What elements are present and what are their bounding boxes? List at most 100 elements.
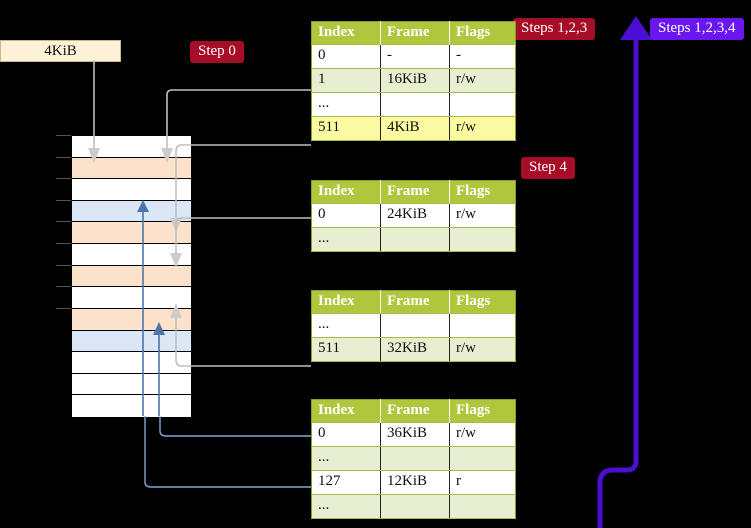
cell-index: 511	[311, 116, 381, 141]
memory-tick-mark	[56, 199, 71, 201]
memory-frame-row	[72, 179, 191, 201]
memory-frame-row	[72, 330, 191, 353]
cell-flags	[449, 446, 516, 471]
table-header-row: Index Frame Flags	[311, 21, 516, 45]
wire-l4-row511-to-memory	[175, 144, 311, 220]
step-0-text: Step 0	[198, 43, 236, 59]
table-row: ...	[311, 227, 516, 252]
memory-frame-row	[72, 352, 191, 374]
cell-flags	[449, 92, 516, 117]
column-header-index: Index	[311, 180, 381, 204]
cell-index: ...	[311, 227, 381, 252]
table-row: ...	[311, 446, 516, 471]
memory-frame-row	[72, 308, 191, 331]
column-header-frame: Frame	[380, 290, 450, 314]
column-header-flags: Flags	[449, 180, 516, 204]
steps-1234-label: Steps 1,2,3,4	[650, 18, 744, 40]
cell-frame: 12KiB	[380, 470, 450, 495]
cell-frame	[380, 92, 450, 117]
column-header-frame: Frame	[380, 21, 450, 45]
cell-flags: r	[449, 470, 516, 495]
cell-frame	[380, 494, 450, 519]
column-header-index: Index	[311, 399, 381, 423]
memory-tick-mark	[56, 178, 71, 180]
memory-tick-mark	[56, 156, 71, 158]
cell-frame	[380, 446, 450, 471]
column-header-frame: Frame	[380, 180, 450, 204]
column-header-flags: Flags	[449, 290, 516, 314]
purple-return-arrowhead	[620, 16, 652, 40]
column-header-flags: Flags	[449, 399, 516, 423]
size-box-4kib: 4KiB	[0, 40, 121, 62]
table-header-row: Index Frame Flags	[311, 399, 516, 423]
cell-flags: r/w	[449, 337, 516, 362]
column-header-index: Index	[311, 290, 381, 314]
cell-frame: 32KiB	[380, 337, 450, 362]
cell-index: 0	[311, 44, 381, 69]
memory-tick-mark	[56, 307, 71, 309]
cell-frame	[380, 313, 450, 338]
step-4-label: Step 4	[521, 157, 575, 179]
cell-flags	[449, 313, 516, 338]
cell-flags	[449, 227, 516, 252]
memory-tick-mark	[56, 243, 71, 245]
memory-frame-row	[72, 200, 191, 223]
cell-index: ...	[311, 446, 381, 471]
column-header-flags: Flags	[449, 21, 516, 45]
memory-tick-mark	[56, 221, 71, 223]
steps-1234-text: Steps 1,2,3,4	[658, 20, 736, 36]
cell-flags: r/w	[449, 68, 516, 93]
column-header-index: Index	[311, 21, 381, 45]
steps-123-text: Steps 1,2,3	[521, 20, 588, 36]
table-row: ...	[311, 494, 516, 519]
cell-frame: 36KiB	[380, 422, 450, 447]
wire-l2-row511-to-memory	[175, 316, 311, 367]
step-4-text: Step 4	[529, 159, 567, 175]
memory-frame-row	[72, 287, 191, 309]
cell-frame: -	[380, 44, 450, 69]
wire-memory-to-l1-row0	[159, 416, 311, 437]
memory-frame-row	[72, 157, 191, 180]
memory-frame-row	[72, 395, 191, 417]
cell-frame	[380, 227, 450, 252]
cell-index: 0	[311, 422, 381, 447]
size-box-label: 4KiB	[44, 43, 77, 59]
cell-flags: r/w	[449, 203, 516, 228]
wire-l3-row0-to-memory	[175, 217, 311, 255]
step-0-label: Step 0	[190, 41, 244, 63]
memory-tick-mark	[56, 286, 71, 288]
memory-frame-row	[72, 373, 191, 396]
wire-memory-to-l1-row127	[144, 416, 311, 488]
table-row: ...	[311, 313, 516, 338]
cell-frame: 24KiB	[380, 203, 450, 228]
cell-index: ...	[311, 494, 381, 519]
cell-frame: 16KiB	[380, 68, 450, 93]
memory-tick-mark	[56, 135, 71, 136]
table-header-row: Index Frame Flags	[311, 290, 516, 314]
cell-index: ...	[311, 313, 381, 338]
column-header-frame: Frame	[380, 399, 450, 423]
steps-123-label: Steps 1,2,3	[513, 18, 596, 40]
purple-return-arrow-line	[597, 35, 639, 528]
cell-flags: -	[449, 44, 516, 69]
cell-index: 511	[311, 337, 381, 362]
cell-index: 0	[311, 203, 381, 228]
cell-flags	[449, 494, 516, 519]
cell-flags: r/w	[449, 116, 516, 141]
memory-frame-row	[72, 265, 191, 288]
memory-tick-mark	[56, 264, 71, 266]
table-header-row: Index Frame Flags	[311, 180, 516, 204]
